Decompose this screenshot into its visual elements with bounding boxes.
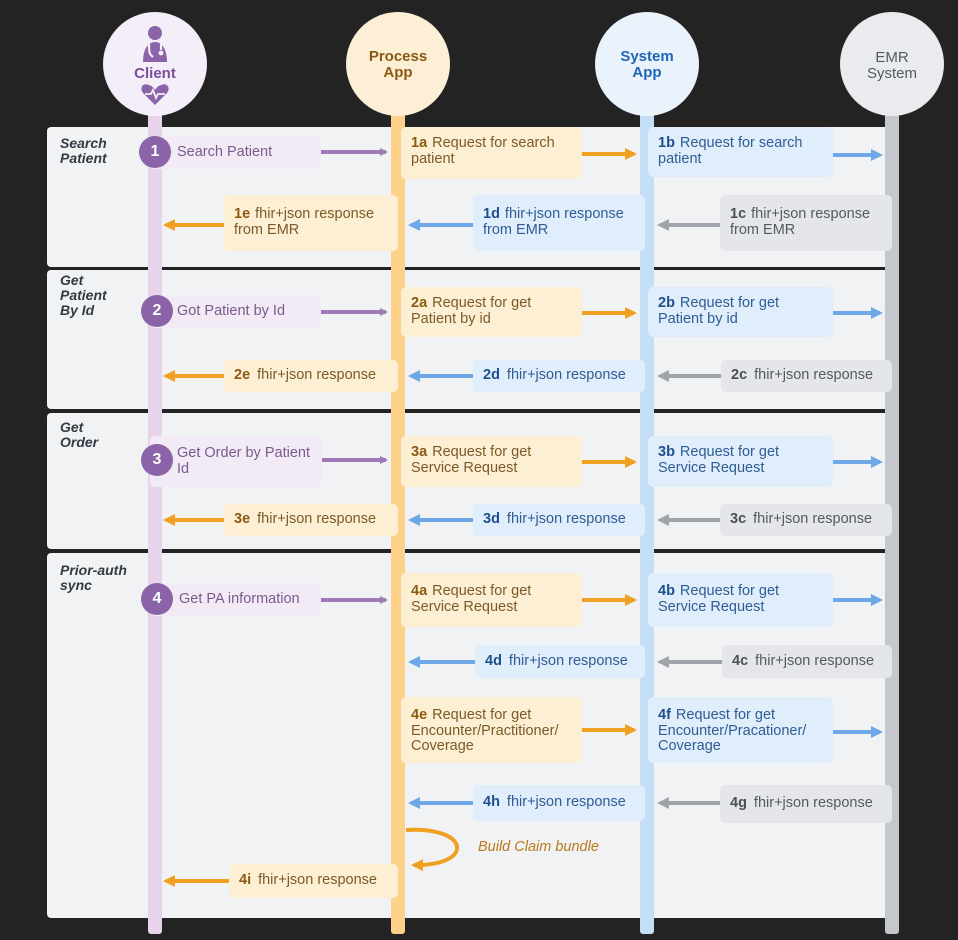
step-badge: 4 [141, 583, 173, 615]
heart-monitor-icon [141, 84, 169, 105]
doctor-icon [143, 26, 167, 62]
section-title: Prior-auth sync [60, 562, 127, 593]
client-label: Client [134, 65, 176, 82]
client-request-box: Get PA information [150, 583, 321, 616]
section-title: Search Patient [60, 135, 107, 166]
process-app-participant: Process App [346, 12, 450, 116]
emr-system-participant: EMR System [840, 12, 944, 116]
client-participant: Client [103, 12, 207, 116]
section-title: Get Order [60, 419, 99, 450]
step-badge: 3 [141, 444, 173, 476]
self-loop-arrow [405, 827, 459, 872]
client-request-box: Got Patient by Id [150, 295, 321, 328]
client-request-box: Search Patient [150, 136, 321, 169]
step-badge: 2 [141, 295, 173, 327]
self-loop-label: Build Claim bundle [478, 839, 599, 855]
section-title: Get Patient By Id [60, 272, 107, 318]
step-badge: 1 [139, 136, 171, 168]
client-request-box: Get Order by Patient Id [150, 436, 322, 487]
emr-system-lifeline [885, 110, 899, 934]
system-app-participant: System App [595, 12, 699, 116]
